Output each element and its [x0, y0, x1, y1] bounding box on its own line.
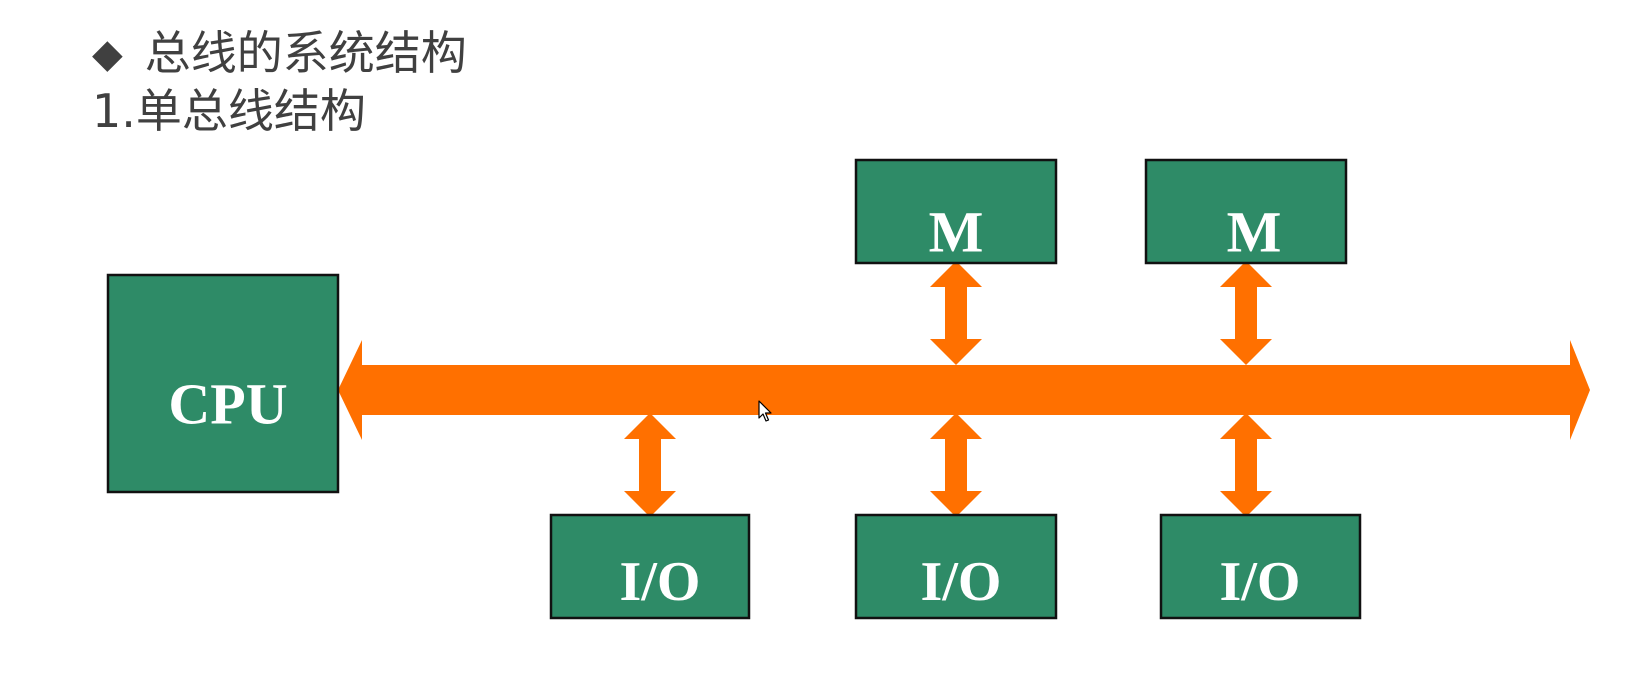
io-label: I/O	[1220, 551, 1301, 613]
io-bus-connector	[930, 413, 982, 517]
heading-title-text: 总线的系统结构	[144, 26, 467, 80]
io-label: I/O	[921, 551, 1002, 613]
diamond-icon: ◆	[92, 31, 123, 77]
io-label: I/O	[620, 551, 701, 613]
io-bus-connector	[1220, 413, 1272, 517]
memory-node: M	[1144, 158, 1348, 265]
io-node: I/O	[854, 513, 1058, 620]
io-node: I/O	[549, 513, 751, 620]
io-node: I/O	[1159, 513, 1362, 620]
io-bus-connector	[624, 413, 676, 517]
heading-title: ◆总线的系统结构	[92, 30, 467, 76]
mouse-pointer-icon	[758, 400, 772, 422]
heading-subtitle: 1.单总线结构	[92, 84, 366, 138]
memory-label: M	[1227, 200, 1282, 265]
memory-label: M	[929, 200, 984, 265]
cpu-node: CPU	[106, 273, 340, 494]
memory-node: M	[854, 158, 1058, 265]
memory-bus-connector	[930, 261, 982, 365]
cpu-label: CPU	[168, 372, 287, 437]
memory-bus-connector	[1220, 261, 1272, 365]
